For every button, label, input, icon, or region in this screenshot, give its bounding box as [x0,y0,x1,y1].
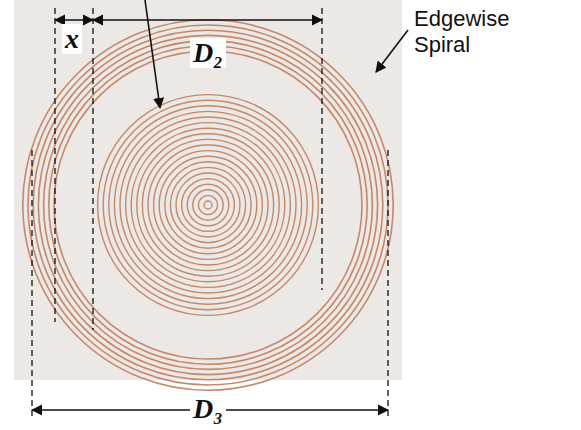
spiral-turn [193,190,223,220]
edgewise-turn [28,25,388,385]
spiral-turn [126,123,291,288]
dimension-label: x [62,24,82,54]
spiral-turn [198,195,217,214]
spiral-turn [170,167,245,242]
dimension-label: D₃ [190,394,226,424]
spiral-coils [23,20,393,390]
spiral-turn [187,184,229,226]
spiral-turn [148,145,268,265]
edgewise-turn [54,51,362,359]
spiral-turn [114,111,301,298]
spiral-turn [109,106,307,304]
edgewise-turn [38,35,377,374]
spiral-turn [103,100,313,310]
spiral-turn [182,179,235,232]
spiral-turn [165,162,251,248]
callout-text: Edgewise Spiral [414,6,564,58]
spiral-turn [154,151,263,260]
edgewise-turn [49,46,367,364]
dimension-arrows [32,0,408,410]
extension-lines [32,8,388,420]
spiral-turn [204,201,212,209]
spiral-turn [98,95,319,316]
spiral-turn [176,173,240,237]
spiral-turn [159,156,257,254]
edgewise-turn [33,30,383,380]
spiral-turn [120,117,296,293]
spiral-turn [137,134,279,276]
edgewise-turn [23,20,393,390]
spiral-turn [131,128,285,282]
spiral-turn [142,139,273,270]
dimension-label: D₂ [190,38,226,68]
